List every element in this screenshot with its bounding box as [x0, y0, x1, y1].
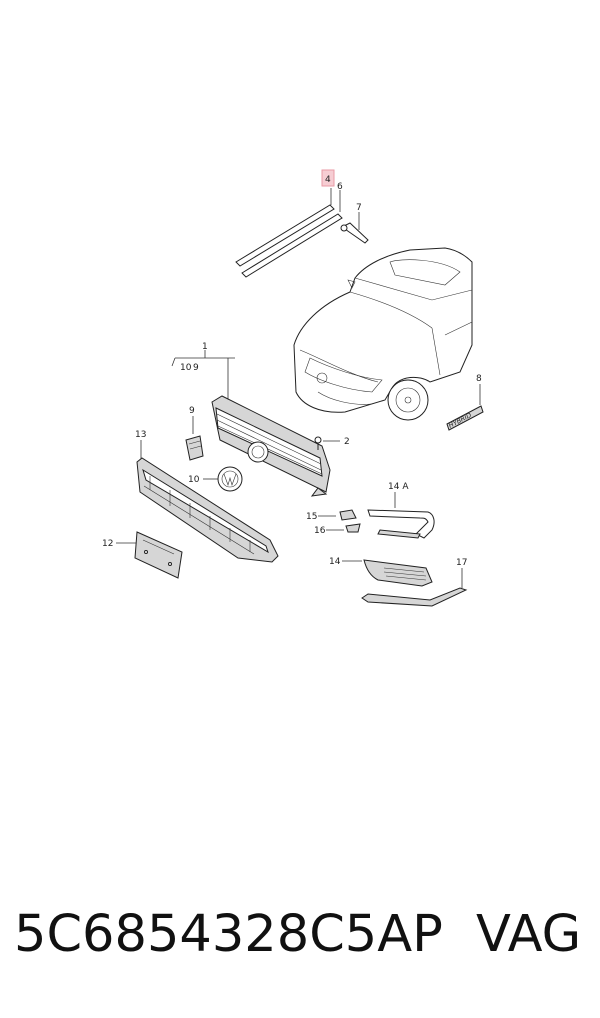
callout-bracket-1: [171, 350, 235, 400]
trim-strip-part-4: [235, 188, 343, 278]
callout-7: 7: [356, 203, 362, 213]
callout-1: 1: [202, 342, 208, 352]
callout-9: 9: [189, 406, 195, 416]
callout-4: 4: [325, 175, 331, 185]
callout-17: 17: [456, 558, 467, 568]
callout-14: 14: [329, 557, 341, 567]
callout-highlight-4: [321, 169, 335, 187]
clip-part-7: [340, 212, 369, 244]
clip-part-15: [318, 509, 357, 521]
callout-8: 8: [476, 374, 482, 384]
part-number: 5C6854328C5AP: [14, 905, 443, 964]
brand-name: VAG: [476, 905, 582, 964]
callout-16: 16: [314, 526, 326, 536]
car-illustration: [293, 247, 473, 421]
screw-part-2: [314, 436, 340, 450]
fog-grille-part-14: [342, 559, 433, 587]
callout-15: 15: [306, 512, 317, 522]
plate-bracket-part-12: [116, 531, 183, 579]
hybrid-badge-text: HYBRID: [447, 411, 473, 430]
callout-12: 12: [102, 539, 113, 549]
badge-part-9: [185, 416, 204, 461]
callout-1-sub-9: 9: [193, 363, 199, 373]
callout-1-sub-10: 10: [180, 363, 192, 373]
hybrid-badge-part-8: HYBRID: [446, 384, 484, 431]
upper-grille-part-1: [211, 395, 331, 497]
callout-10: 10: [188, 475, 200, 485]
callout-13: 13: [135, 430, 146, 440]
clip-part-16: [326, 523, 361, 533]
lower-grille-part-13: [136, 440, 279, 563]
callout-2: 2: [344, 437, 350, 447]
lower-strip-part-17: [361, 568, 468, 607]
callout-6: 6: [337, 182, 343, 192]
emblem-part-10: [203, 466, 243, 492]
footer: 5C6854328C5AP VAG: [14, 905, 594, 975]
callout-14a: 14 A: [388, 482, 409, 492]
parts-diagram: 4 6 7 HYBRID 8 1 10 9: [102, 169, 484, 607]
trim-frame-part-14a: [367, 492, 435, 539]
